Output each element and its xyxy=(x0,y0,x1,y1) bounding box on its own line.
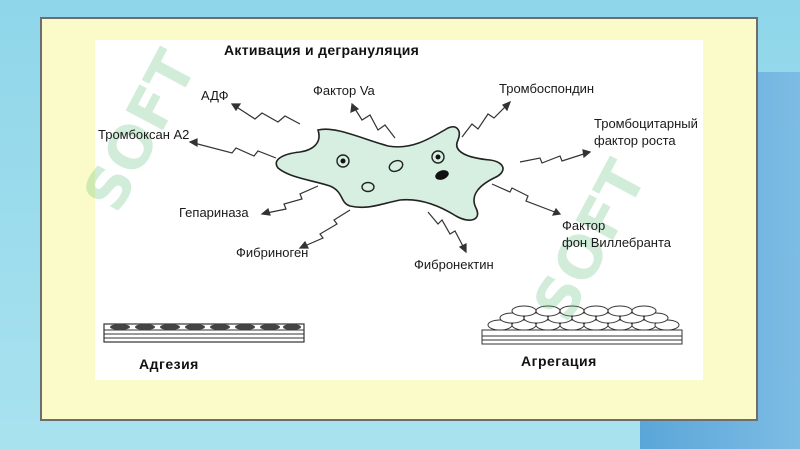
label-adhesion: Адгезия xyxy=(139,356,199,372)
diagram-title: Активация и дегрануляция xyxy=(224,42,420,58)
label-thrombospondin: Тромбоспондин xyxy=(499,81,595,96)
aggregation-illustration xyxy=(481,305,683,345)
label-growth-factor-line1: Тромбоцитарный xyxy=(594,116,698,131)
label-vwf-line2: фон Виллебранта xyxy=(562,235,672,250)
adhesion-illustration xyxy=(103,323,305,343)
label-vwf-line1: Фактор xyxy=(562,218,606,233)
granule-alpha-2 xyxy=(361,181,375,193)
label-heparinase: Гепариназа xyxy=(179,205,249,220)
label-aggregation: Агрегация xyxy=(521,353,597,369)
release-arrows xyxy=(188,100,592,254)
granule-alpha-1 xyxy=(388,159,404,173)
label-adf: АДФ xyxy=(201,88,229,103)
label-fibronectin: Фибронектин xyxy=(414,257,494,272)
granule-dark xyxy=(435,170,449,180)
label-fibrinogen: Фибриноген xyxy=(236,245,309,260)
granule-dense-2 xyxy=(431,150,445,164)
label-thromboxane: Тромбоксан А2 xyxy=(98,127,190,142)
granule-dense-1 xyxy=(336,154,350,168)
label-factor-va: Фактор Va xyxy=(313,83,375,98)
platelet-cell xyxy=(275,125,504,221)
label-growth-factor-line2: фактор роста xyxy=(594,133,676,148)
